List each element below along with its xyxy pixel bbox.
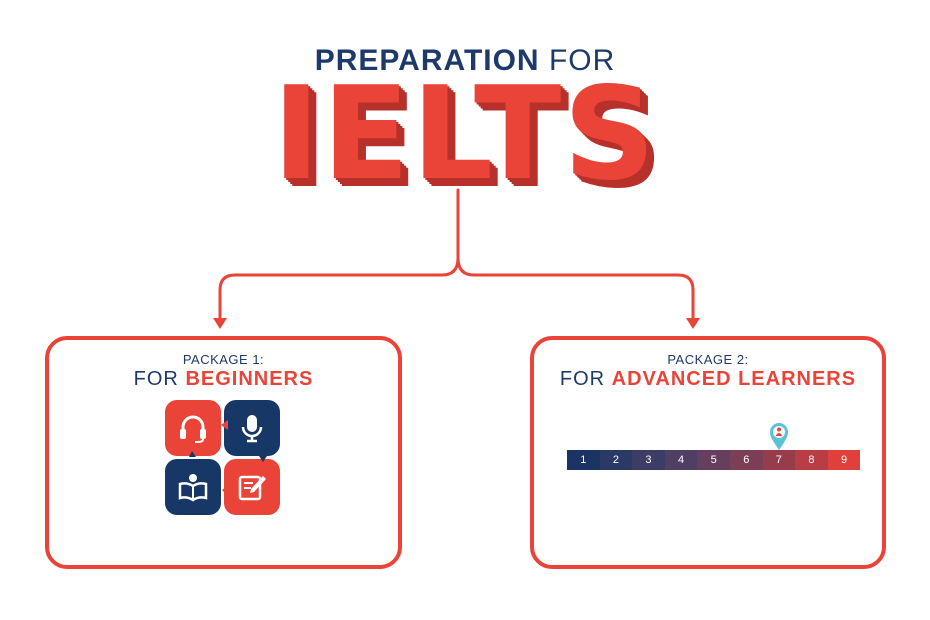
band-cell-6: 6 [729,450,763,470]
band-cell-8: 8 [795,450,828,470]
package1-title: FOR BEGINNERS [49,368,398,391]
speaking-tile [224,400,280,456]
location-pin-icon [769,423,788,450]
band-cell-3: 3 [632,450,665,470]
package1-label: PACKAGE 1: [182,352,265,367]
package1-title-prefix: FOR [133,368,179,390]
package1-card: PACKAGE 1: FOR BEGINNERS [45,336,402,569]
band-cell-4: 4 [664,450,698,470]
package2-title: FOR ADVANCED LEARNERS [534,368,882,391]
band-cell-7: 7 [762,450,796,470]
band-cell-5: 5 [697,450,730,470]
tile-connectors [189,420,267,496]
band-cell-9: 9 [827,450,861,470]
headline-bold: PREPARATION [314,44,540,77]
arrow-left [213,318,227,329]
band-cell-2: 2 [599,450,633,470]
headline: PREPARATION FOR [0,44,930,78]
arrow-right [686,318,700,329]
headline-thin: FOR [548,44,616,77]
listening-tile [165,400,221,456]
main-title: IELTS [272,60,658,209]
microphone-icon [241,415,263,443]
package1-title-highlight: BEGINNERS [185,368,314,390]
writing-icon [238,475,266,501]
band-cell-1: 1 [567,450,600,470]
writing-tile [224,459,280,515]
package2-title-highlight: ADVANCED LEARNERS [611,368,857,390]
connector-right [456,256,695,322]
headphones-icon [180,415,206,443]
package2-title-prefix: FOR [559,368,606,390]
package2-label: PACKAGE 2: [667,352,749,367]
reading-tile [165,459,221,515]
open-book-icon [178,474,208,502]
connector-stem [218,188,460,322]
